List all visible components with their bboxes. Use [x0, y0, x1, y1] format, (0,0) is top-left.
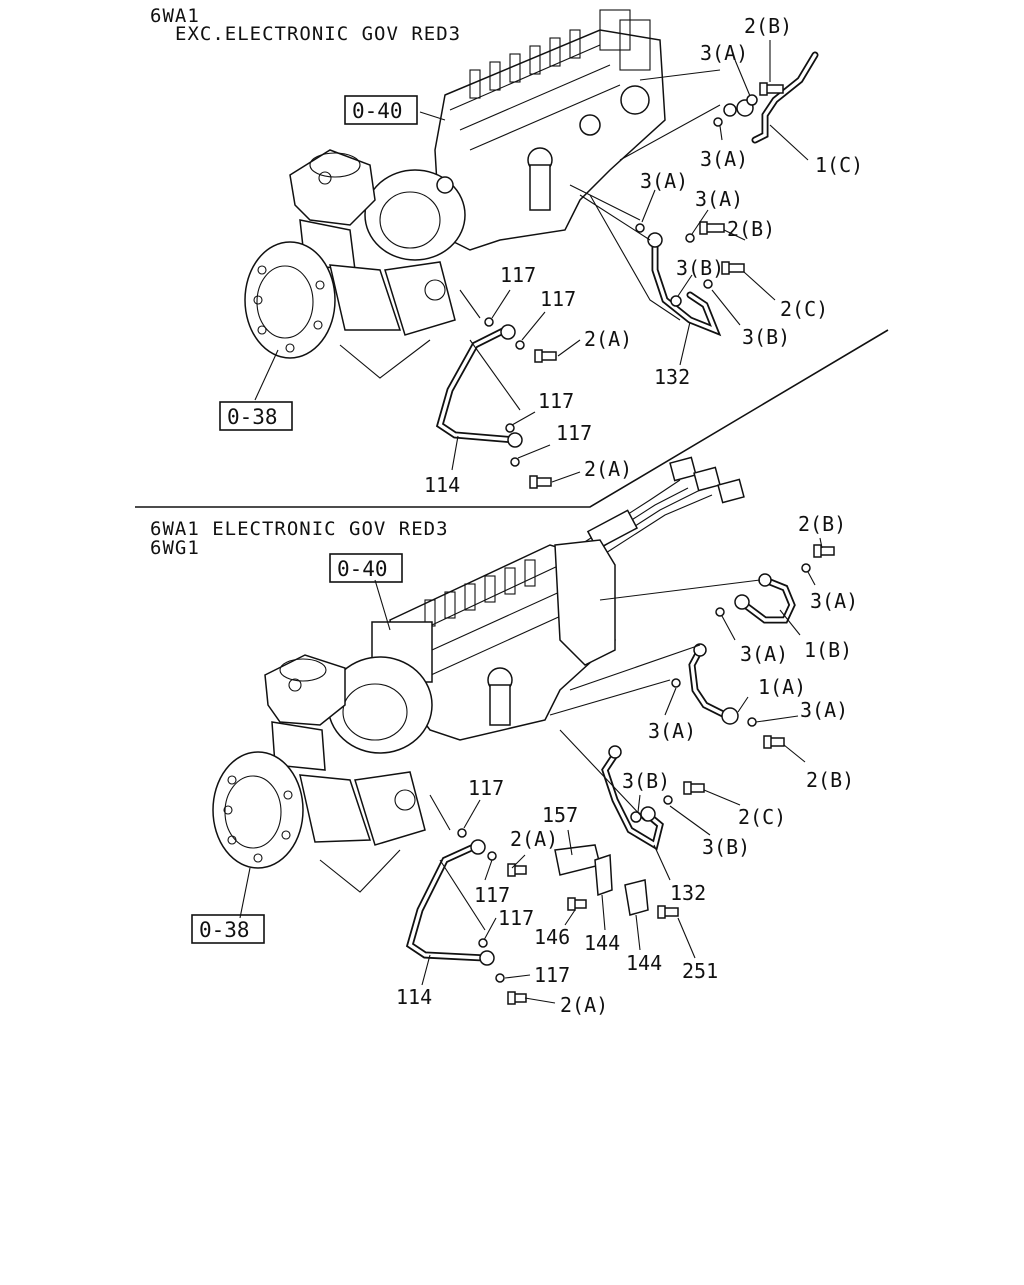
callout-label: 157	[542, 803, 578, 827]
callout-label: 3(A)	[700, 41, 748, 65]
callout-label: 114	[396, 985, 432, 1009]
section-1-header: 6WA1 EXC.ELECTRONIC GOV RED3	[150, 5, 461, 45]
callout-label: 117	[468, 776, 504, 800]
ref-label: 0-40	[352, 99, 403, 123]
callout-label: 117	[534, 963, 570, 987]
section-2-harness	[579, 456, 745, 561]
callout-label: 2(C)	[738, 805, 786, 829]
section-2-ref-0-38[interactable]: 0-38	[191, 914, 265, 944]
callout-label: 117	[540, 287, 576, 311]
callout-label: 2(B)	[744, 14, 792, 38]
callout-label: 251	[682, 959, 718, 983]
callout-label: 1(B)	[804, 638, 852, 662]
section-2-fuel-pipes	[405, 573, 796, 966]
callout-label: 132	[654, 365, 690, 389]
callout-label: 117	[498, 906, 534, 930]
callout-label: 144	[626, 951, 662, 975]
section-2-ref-0-40[interactable]: 0-40	[329, 553, 403, 583]
section-1-model-code: 6WA1	[150, 5, 200, 27]
callout-label: 132	[670, 881, 706, 905]
section-2-pump-assembly	[212, 539, 616, 869]
callout-label: 2(A)	[584, 327, 632, 351]
callout-label: 2(B)	[798, 512, 846, 536]
section-2-variant: 6WA1 ELECTRONIC GOV RED3	[150, 518, 449, 540]
section-1-ref-0-38[interactable]: 0-38	[219, 401, 293, 431]
ref-label: 0-40	[337, 557, 388, 581]
section-2-leaders	[239, 537, 823, 1004]
callout-label: 1(C)	[815, 153, 863, 177]
section-2-guide-lines	[319, 579, 761, 931]
callout-label: 3(B)	[676, 256, 724, 280]
section-1-pump-assembly	[244, 9, 666, 359]
callout-label: 3(B)	[622, 769, 670, 793]
callout-label: 117	[474, 883, 510, 907]
section-1-fasteners	[484, 82, 784, 489]
callout-label: 3(A)	[810, 589, 858, 613]
callout-label: 2(A)	[584, 457, 632, 481]
section-1-leaders	[254, 40, 809, 483]
callout-label: 3(A)	[695, 187, 743, 211]
section-2-model-code: 6WG1	[150, 537, 200, 559]
callout-label: 117	[556, 421, 592, 445]
callout-label: 117	[538, 389, 574, 413]
section-2-callouts: 2(B) 3(A) 3(A) 1(B) 1(A) 3(A) 3(A) 2(B) …	[396, 512, 858, 1017]
callout-label: 3(B)	[702, 835, 750, 859]
callout-label: 114	[424, 473, 460, 497]
ref-label: 0-38	[199, 918, 250, 942]
callout-label: 3(A)	[800, 698, 848, 722]
ref-label: 0-38	[227, 405, 278, 429]
callout-label: 144	[584, 931, 620, 955]
section-1-fuel-pipes	[435, 51, 819, 448]
callout-label: 2(A)	[510, 827, 558, 851]
section-1-variant: EXC.ELECTRONIC GOV RED3	[175, 23, 461, 45]
section-divider	[135, 329, 889, 508]
callout-label: 2(B)	[806, 768, 854, 792]
callout-label: 3(A)	[648, 719, 696, 743]
callout-label: 3(A)	[740, 642, 788, 666]
section-1-ref-0-40[interactable]: 0-40	[344, 95, 418, 125]
callout-label: 3(B)	[742, 325, 790, 349]
callout-label: 2(A)	[560, 993, 608, 1017]
section-2-header: 6WA1 ELECTRONIC GOV RED3 6WG1	[150, 518, 449, 559]
callout-label: 3(A)	[700, 147, 748, 171]
section-1-callouts: 2(B) 3(A) 3(A) 1(C) 3(A) 3(A) 2(B) 3(B) …	[424, 14, 863, 497]
callout-label: 146	[534, 925, 570, 949]
callout-label: 3(A)	[640, 169, 688, 193]
callout-label: 2(C)	[780, 297, 828, 321]
section-1-guide-lines	[339, 69, 721, 411]
callout-label: 1(A)	[758, 675, 806, 699]
callout-label: 2(B)	[727, 217, 775, 241]
callout-label: 117	[500, 263, 536, 287]
section-2-fasteners	[457, 544, 835, 1005]
